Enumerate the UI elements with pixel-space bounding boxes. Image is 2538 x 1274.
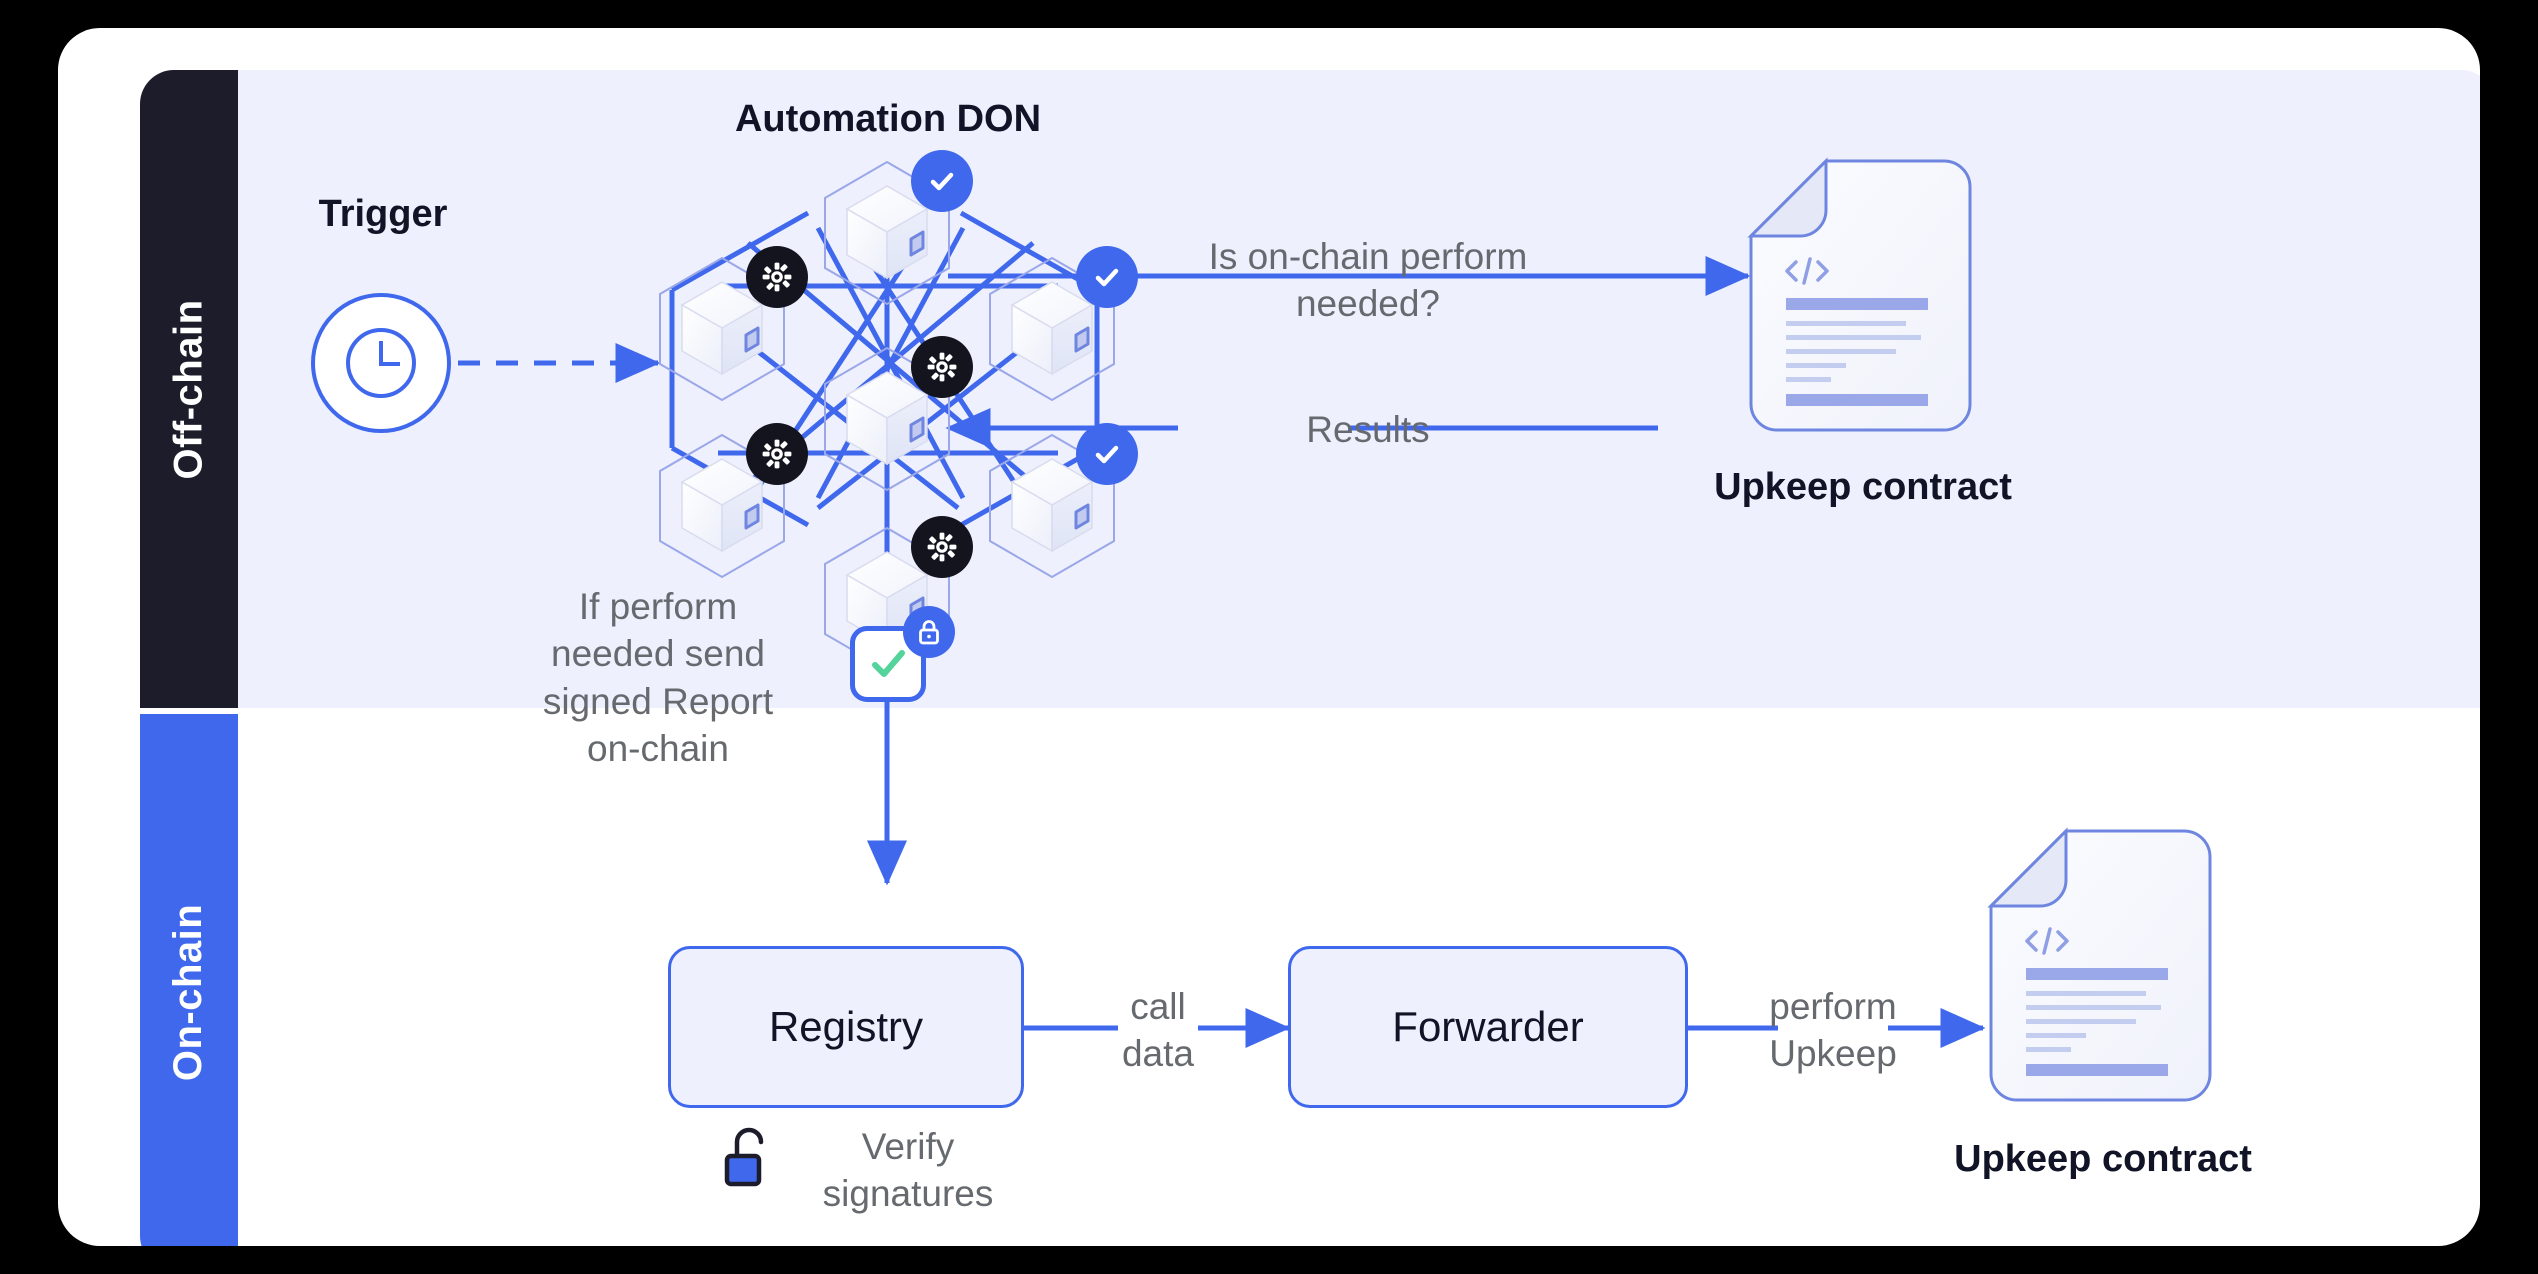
- call-data-label: call data: [1121, 986, 1194, 1075]
- perform-upkeep-label: perform Upkeep: [1769, 986, 1897, 1075]
- check-badge: [1076, 423, 1138, 485]
- forwarder-label: Forwarder: [1392, 1003, 1584, 1050]
- don-node-upper-right: [988, 246, 1138, 402]
- rail-on-chain: On-chain: [140, 714, 238, 1246]
- don-node-center: [823, 336, 973, 492]
- off-chain-section: [140, 70, 2480, 708]
- report-note: If perform needed send signed Report on-…: [542, 586, 774, 770]
- don-node-top-center: [823, 150, 973, 306]
- forwarder-box[interactable]: Forwarder: [1288, 946, 1688, 1108]
- don-title: Automation DON: [734, 98, 1042, 140]
- diagram-card: Off-chain On-chain: [58, 28, 2480, 1246]
- registry-label: Registry: [768, 1003, 924, 1050]
- query-label: Is on-chain perform needed?: [1208, 236, 1528, 325]
- gear-badge: [746, 423, 808, 485]
- lock-closed-icon: [903, 606, 955, 658]
- upkeep-contract-label-offchain: Upkeep contract: [1714, 466, 2012, 508]
- don-node-lower-left: [658, 423, 808, 579]
- gear-badge: [746, 246, 808, 308]
- gear-badge: [911, 516, 973, 578]
- verify-signatures-label: Verify signatures: [822, 1126, 994, 1215]
- don-node-lower-right: [988, 423, 1138, 579]
- check-badge: [1076, 246, 1138, 308]
- trigger-label: Trigger: [318, 193, 448, 235]
- rail-off-chain: Off-chain: [140, 70, 238, 708]
- upkeep-contract-doc-icon-onchain: [1987, 827, 2213, 1103]
- registry-box[interactable]: Registry: [668, 946, 1024, 1108]
- gear-badge: [911, 336, 973, 398]
- clock-icon: [311, 293, 451, 433]
- don-node-upper-left: [658, 246, 808, 402]
- results-label: Results: [1306, 409, 1430, 450]
- upkeep-contract-doc-icon-offchain: [1747, 157, 1973, 433]
- check-badge: [911, 150, 973, 212]
- lock-open-icon: [724, 1127, 774, 1190]
- upkeep-contract-label-onchain: Upkeep contract: [1954, 1138, 2252, 1180]
